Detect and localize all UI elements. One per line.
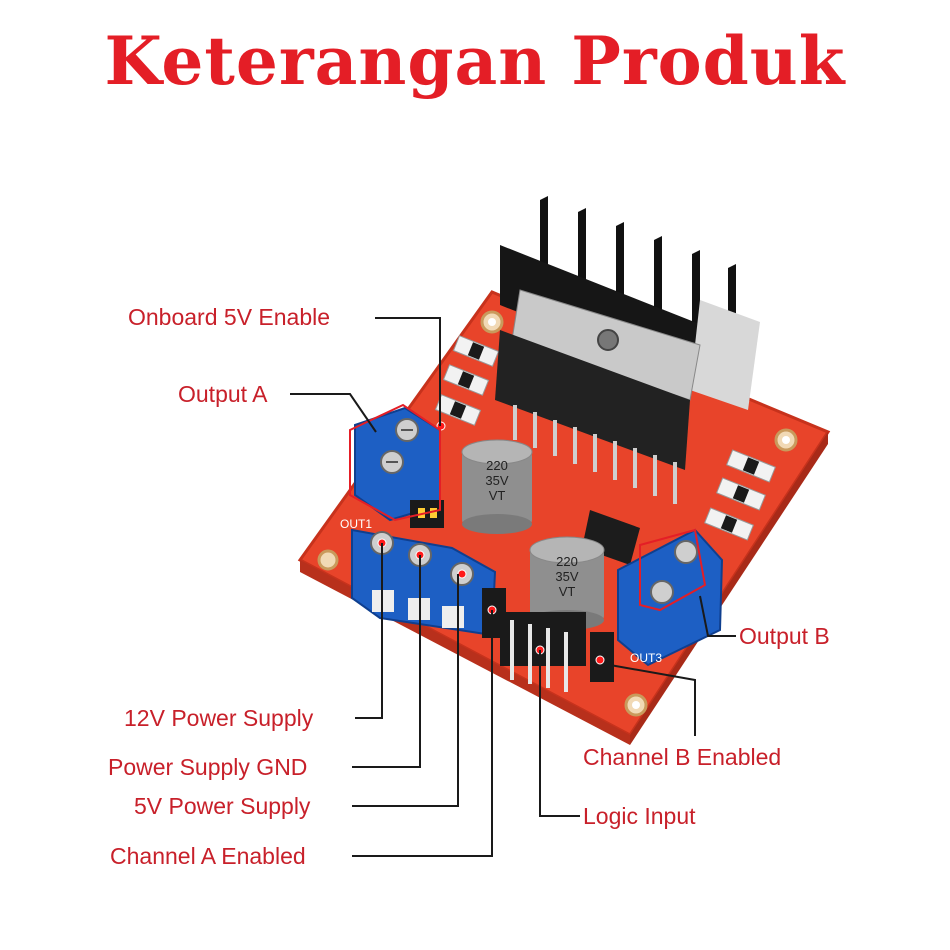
label-power-supply-gnd: Power Supply GND (108, 754, 308, 780)
label-channel-b-enabled: Channel B Enabled (583, 744, 782, 770)
terminal-output-b (617, 528, 724, 667)
svg-text:35V: 35V (485, 473, 508, 488)
onboard-5v-jumper (410, 500, 444, 528)
label-channel-a-enabled: Channel A Enabled (110, 843, 306, 869)
svg-text:35V: 35V (555, 569, 578, 584)
label-5v-power-supply: 5V Power Supply (134, 793, 311, 819)
logic-input-header (500, 612, 586, 692)
svg-text:220: 220 (486, 458, 508, 473)
label-output-b: Output B (739, 623, 830, 649)
capacitor-1: 220 35V VT (461, 439, 533, 534)
label-12v-power-supply: 12V Power Supply (124, 705, 314, 731)
page-title: Keterangan Produk (104, 22, 846, 100)
label-output-a: Output A (178, 381, 268, 407)
label-logic-input: Logic Input (583, 803, 696, 829)
svg-text:VT: VT (489, 488, 506, 503)
l298n-chip (495, 330, 690, 470)
output-b-frame (639, 528, 707, 612)
svg-text:OUT1: OUT1 (340, 517, 372, 531)
output-a-frame (349, 403, 441, 522)
label-onboard-5v-enable: Onboard 5V Enable (128, 304, 331, 330)
leader-lines (290, 317, 736, 857)
svg-text:220: 220 (556, 554, 578, 569)
svg-text:OUT3: OUT3 (630, 651, 662, 665)
svg-text:VT: VT (559, 584, 576, 599)
heatsink (500, 196, 760, 410)
